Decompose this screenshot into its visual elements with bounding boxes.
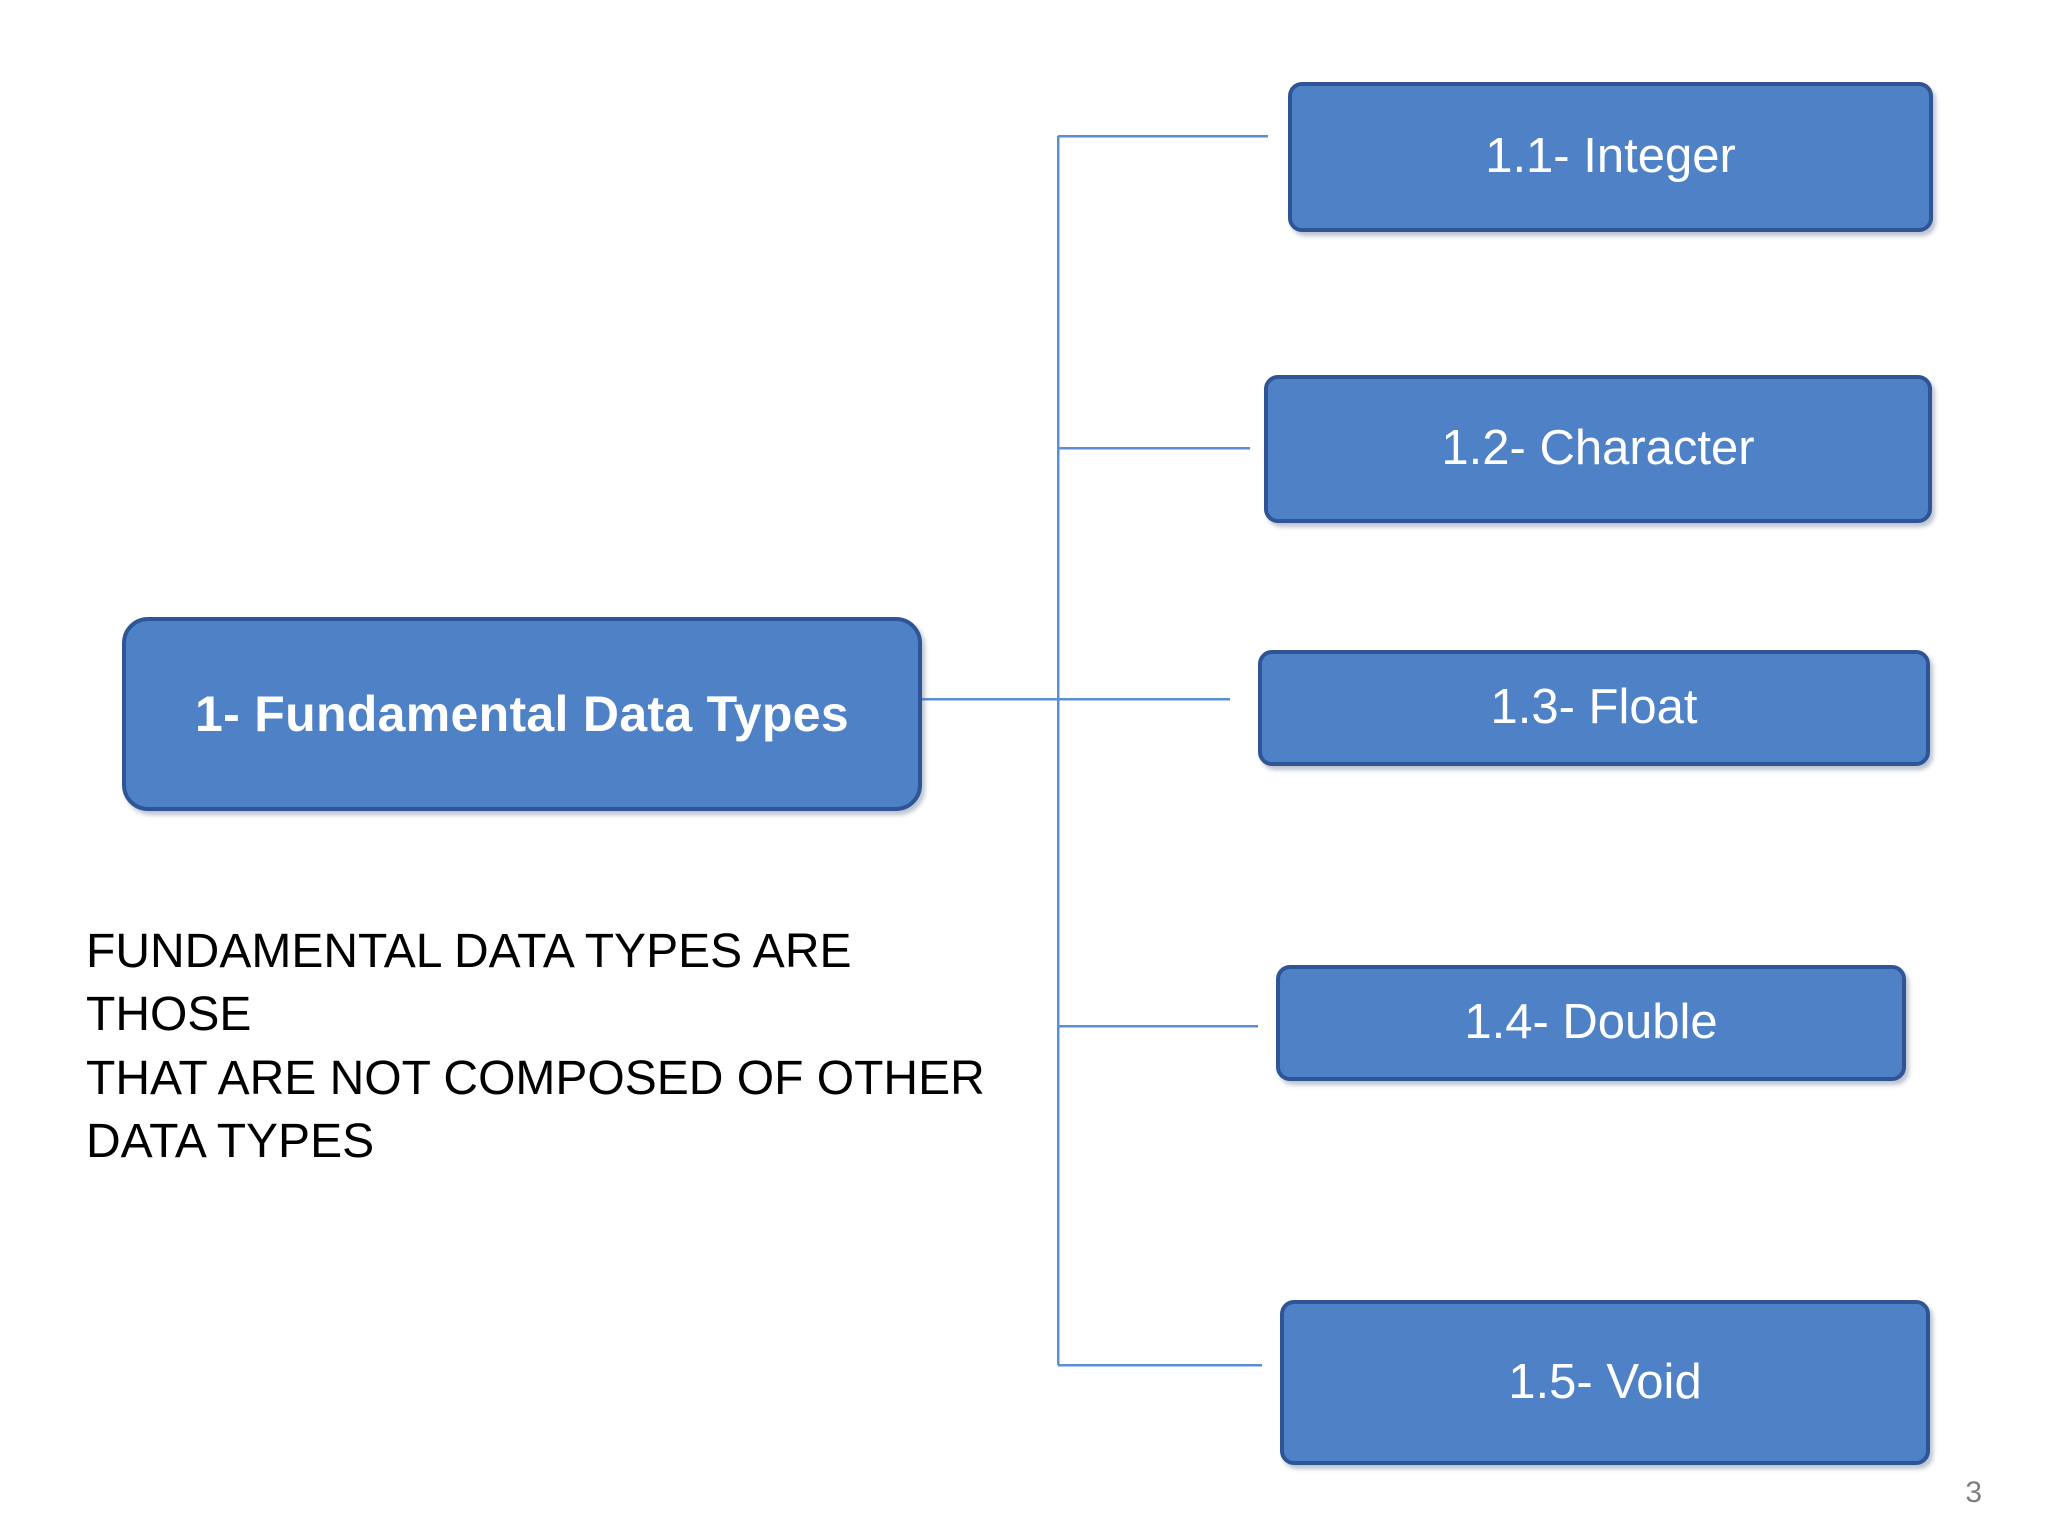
body-paragraph: FUNDAMENTAL DATA TYPES ARE THOSE THAT AR… (86, 925, 985, 1169)
node-double[interactable]: 1.4- Double (1276, 965, 1906, 1081)
page-number: 3 (1965, 1476, 1982, 1509)
node-void-label: 1.5- Void (1508, 1354, 1702, 1409)
node-double-label: 1.4- Double (1464, 995, 1718, 1050)
node-integer[interactable]: 1.1- Integer (1288, 82, 1933, 232)
node-root[interactable]: 1- Fundamental Data Types (122, 617, 922, 811)
node-void[interactable]: 1.5- Void (1280, 1300, 1930, 1465)
node-integer-label: 1.1- Integer (1485, 129, 1736, 184)
node-character-label: 1.2- Character (1441, 421, 1755, 476)
node-root-label: 1- Fundamental Data Types (195, 685, 849, 742)
node-float[interactable]: 1.3- Float (1258, 650, 1930, 766)
node-float-label: 1.3- Float (1490, 680, 1698, 735)
node-character[interactable]: 1.2- Character (1264, 375, 1932, 523)
